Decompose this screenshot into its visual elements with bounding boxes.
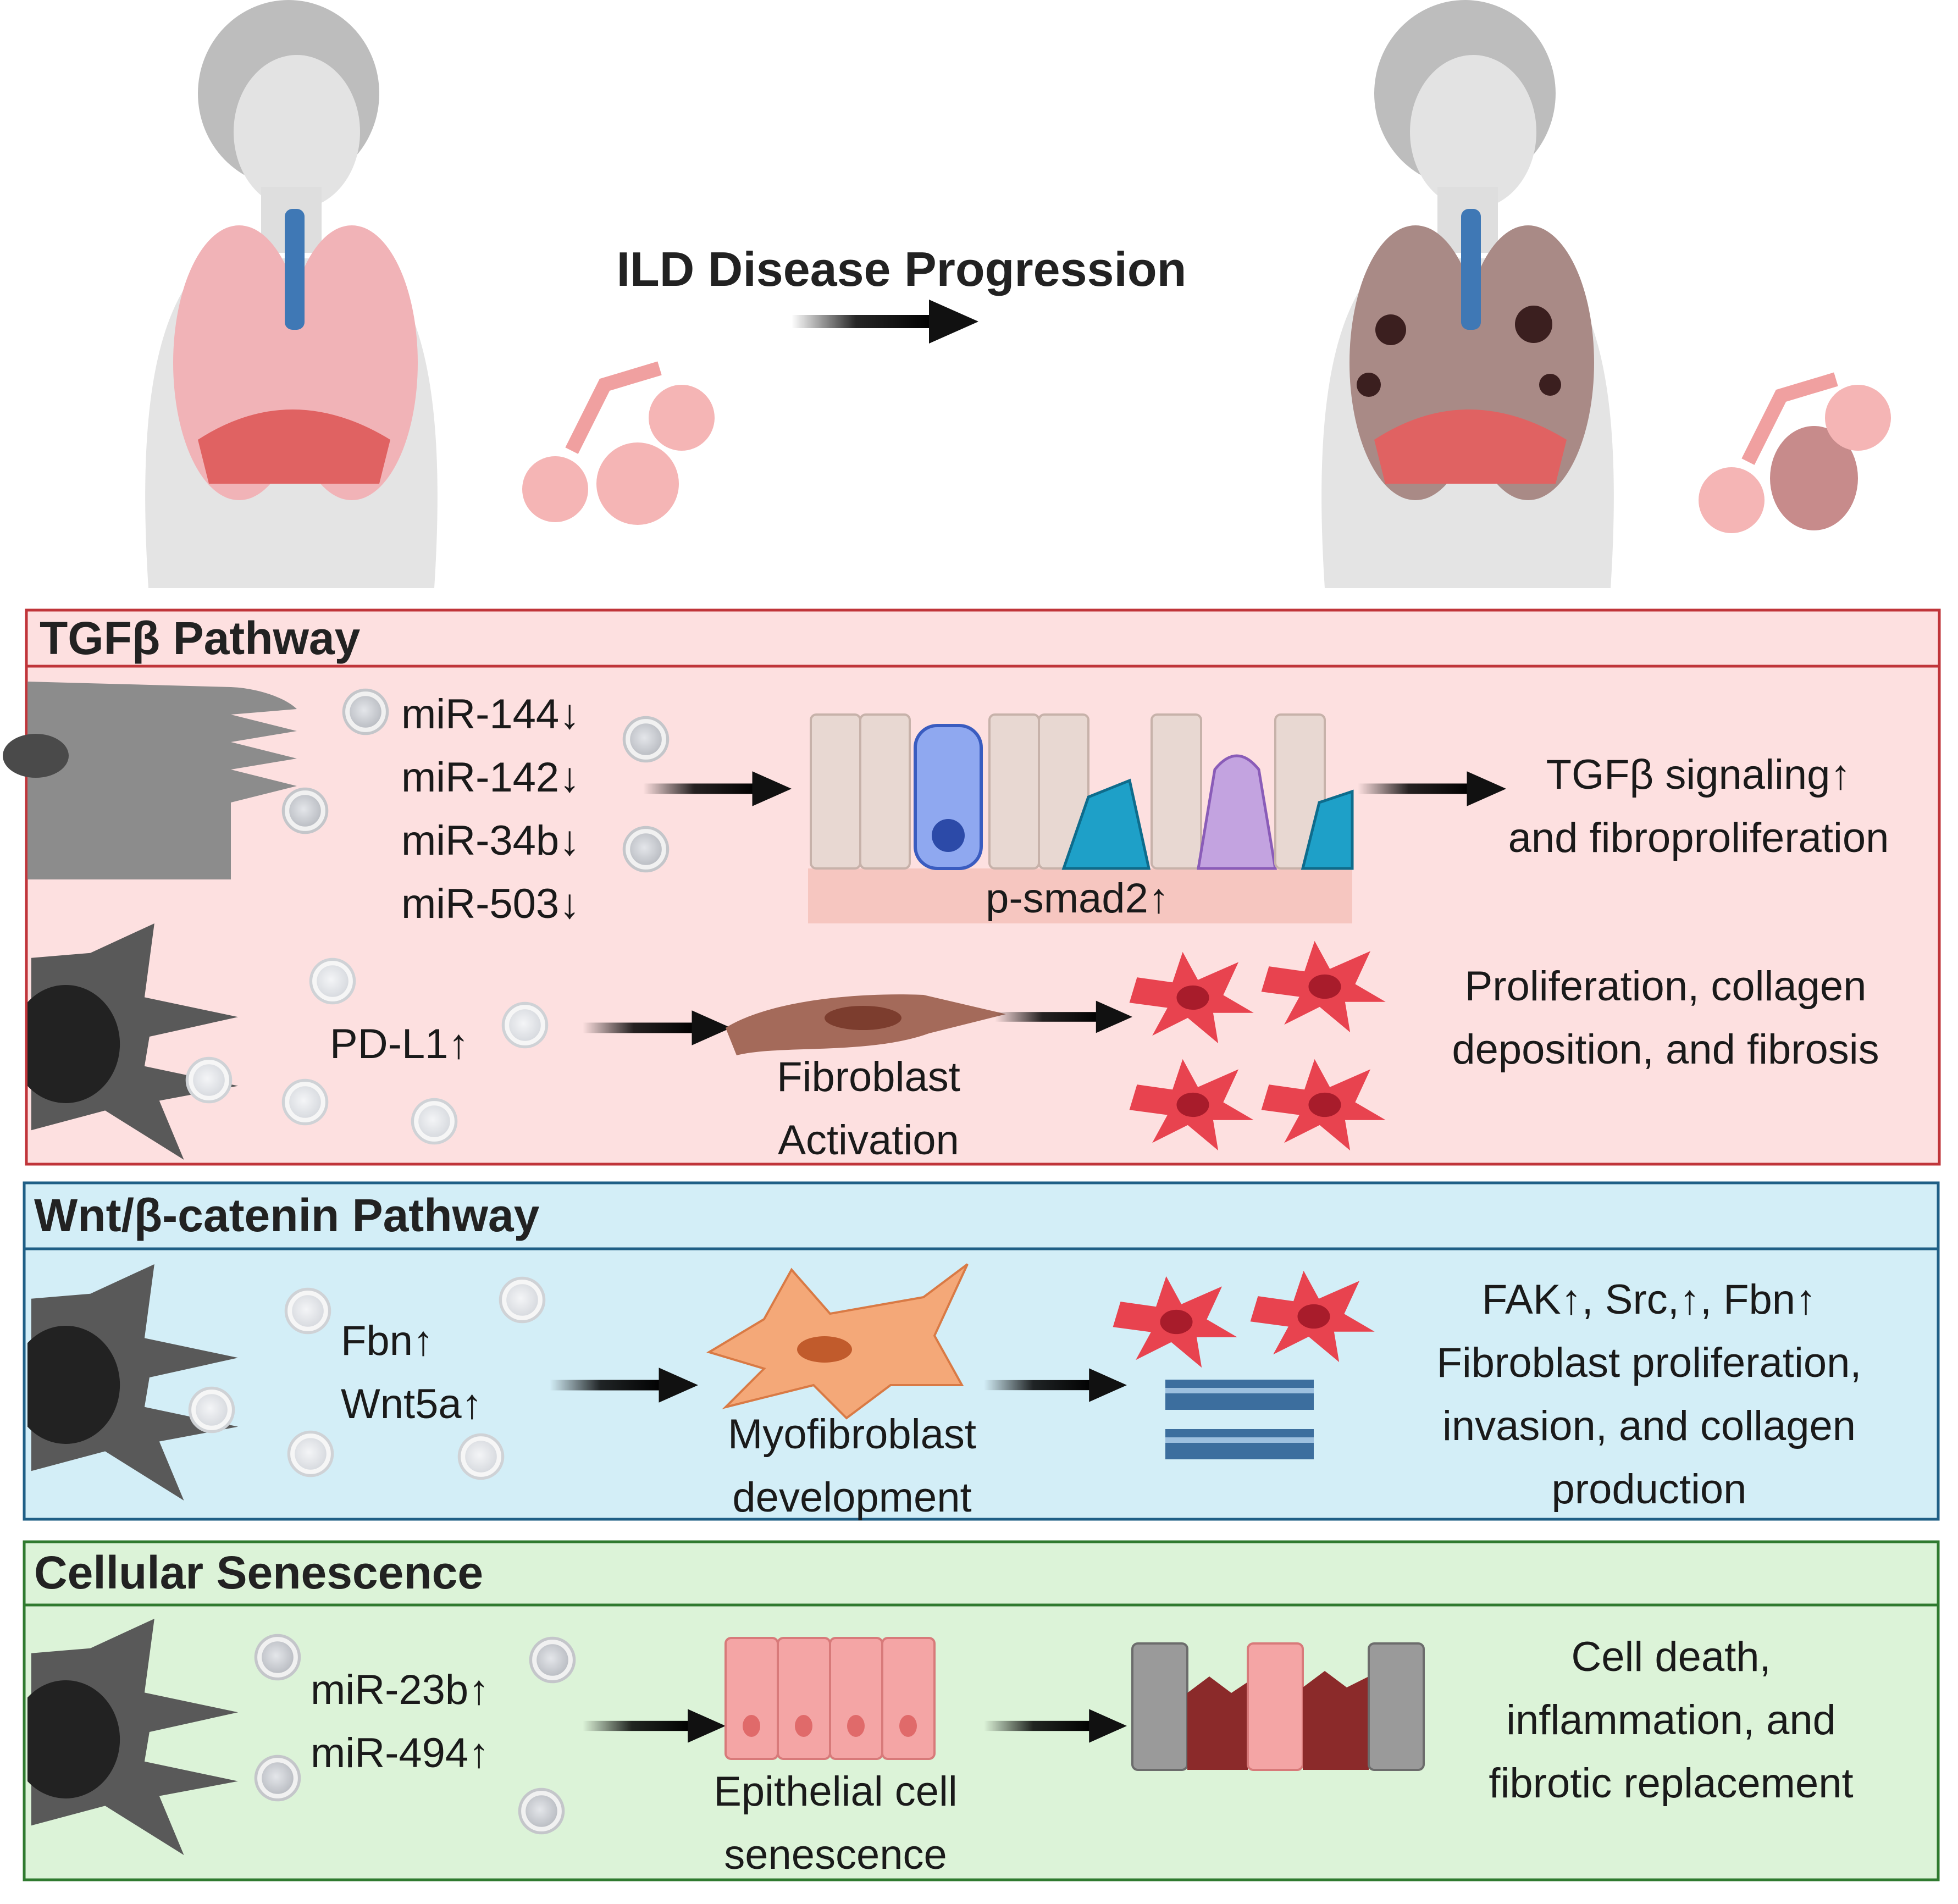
healthy-alveoli-icon <box>522 361 715 525</box>
wnt-panel-title: Wnt/β-catenin Pathway <box>34 1189 540 1241</box>
wnt-panel <box>23 1181 1940 1521</box>
myofibroblast-cell <box>706 1263 969 1420</box>
diseased-alveoli-icon <box>1699 372 1891 533</box>
tgfb-donor-cell <box>3 682 297 879</box>
damaged-epithelium <box>1131 1642 1425 1771</box>
tgfb-panel-title: TGFβ Pathway <box>40 612 361 664</box>
wnt-outcome-line-2: Fibroblast proliferation, <box>1436 1340 1861 1386</box>
diseased-patient-figure <box>1321 0 1614 588</box>
psmad2-label: p-smad2↑ <box>986 875 1169 922</box>
fibroblast-label-line-1: Fibroblast <box>777 1054 960 1100</box>
tgfb-mirna-4: miR-503↓ <box>401 881 580 927</box>
epithelium-illustration <box>808 713 1354 923</box>
exosome <box>459 1435 502 1478</box>
exosome <box>624 827 667 871</box>
sen-mirna-2: miR-494↑ <box>311 1730 489 1776</box>
wnt-outcome-line-1: FAK↑, Src,↑, Fbn↑ <box>1482 1276 1816 1323</box>
wnt-outcome-line-3: invasion, and collagen <box>1442 1403 1856 1449</box>
epithelial-label-line-1: Epithelial cell <box>713 1768 958 1815</box>
exosome <box>286 1289 329 1332</box>
myofibroblast-label-line-1: Myofibroblast <box>728 1411 976 1458</box>
exosome <box>344 690 387 733</box>
pdl1-label: PD-L1↑ <box>330 1021 469 1067</box>
exosome <box>190 1388 233 1431</box>
exosome <box>256 1756 299 1800</box>
exosome <box>283 1080 327 1123</box>
sen-outcome-line-3: fibrotic replacement <box>1489 1760 1853 1807</box>
tgfb-outcome-line-1: TGFβ signaling↑ <box>1546 751 1851 798</box>
ild-progression-arrow <box>792 300 978 344</box>
wnt-outcome-line-4: production <box>1552 1466 1747 1513</box>
exosome <box>256 1635 299 1679</box>
tgfb-outcome-line-2: and fibroproliferation <box>1508 815 1889 861</box>
fibroblast-label-line-2: Activation <box>778 1117 959 1164</box>
ild-progression-label: ILD Disease Progression <box>617 242 1187 296</box>
sen-outcome-line-1: Cell death, <box>1571 1634 1771 1680</box>
exosome <box>289 1432 332 1475</box>
sen-mirna-1: miR-23b↑ <box>311 1667 489 1713</box>
exosome <box>500 1278 544 1321</box>
exosome <box>503 1003 546 1047</box>
exosome <box>283 789 327 832</box>
senescence-panel <box>23 1540 1940 1881</box>
myofibroblast-label-line-2: development <box>732 1474 971 1521</box>
tgfb-mirna-1: miR-144↓ <box>401 691 580 738</box>
exosome <box>519 1789 563 1833</box>
healthy-patient-figure <box>145 0 438 588</box>
tgfb-mirna-3: miR-34b↓ <box>401 817 580 864</box>
wnt-marker-1: Fbn↑ <box>341 1318 434 1364</box>
epithelial-label-line-2: senescence <box>724 1831 947 1878</box>
collagen-fibers-icon <box>1165 1380 1314 1459</box>
wnt-marker-2: Wnt5a↑ <box>341 1381 483 1427</box>
tgfb-mirna-2: miR-142↓ <box>401 754 580 801</box>
sen-outcome-line-2: inflammation, and <box>1506 1697 1836 1744</box>
fibroblast-cell <box>726 994 1006 1055</box>
exosome <box>412 1099 456 1143</box>
tgfb-outcome2-line-2: deposition, and fibrosis <box>1452 1026 1879 1073</box>
exosome <box>530 1638 574 1681</box>
exosome <box>311 959 354 1003</box>
exosome <box>187 1058 230 1102</box>
epithelial-cells-pink <box>724 1637 936 1760</box>
tgfb-outcome2-line-1: Proliferation, collagen <box>1465 963 1867 1010</box>
senescence-panel-title: Cellular Senescence <box>34 1547 483 1598</box>
exosome <box>624 717 667 761</box>
